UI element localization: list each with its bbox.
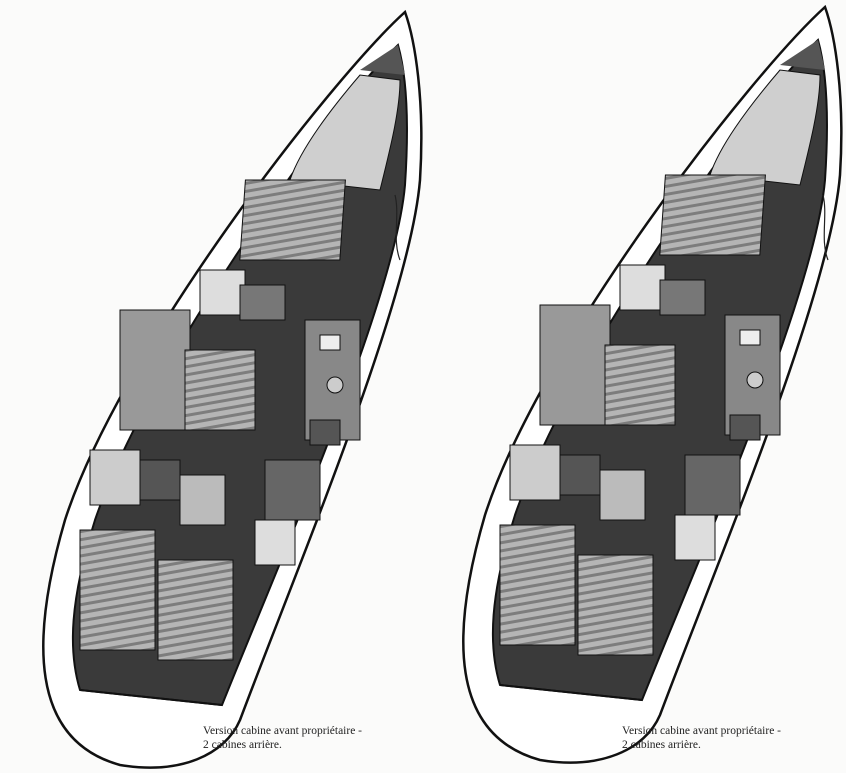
signature-right xyxy=(822,194,829,261)
caption-line-2: 2 cabines arrière. xyxy=(203,739,282,751)
caption-line-1: Version cabine avant propriétaire - xyxy=(622,725,782,737)
deck-plan-left xyxy=(42,10,423,769)
signature-left xyxy=(394,194,401,261)
caption-line-2: 2 cabines arrière. xyxy=(622,739,701,751)
caption-line-1: Version cabine avant propriétaire - xyxy=(203,725,363,737)
caption-right: Version cabine avant propriétaire - 2 ca… xyxy=(622,724,781,752)
caption-left: Version cabine avant propriétaire - 2 ca… xyxy=(203,724,362,752)
deck-plan-right xyxy=(462,5,843,764)
